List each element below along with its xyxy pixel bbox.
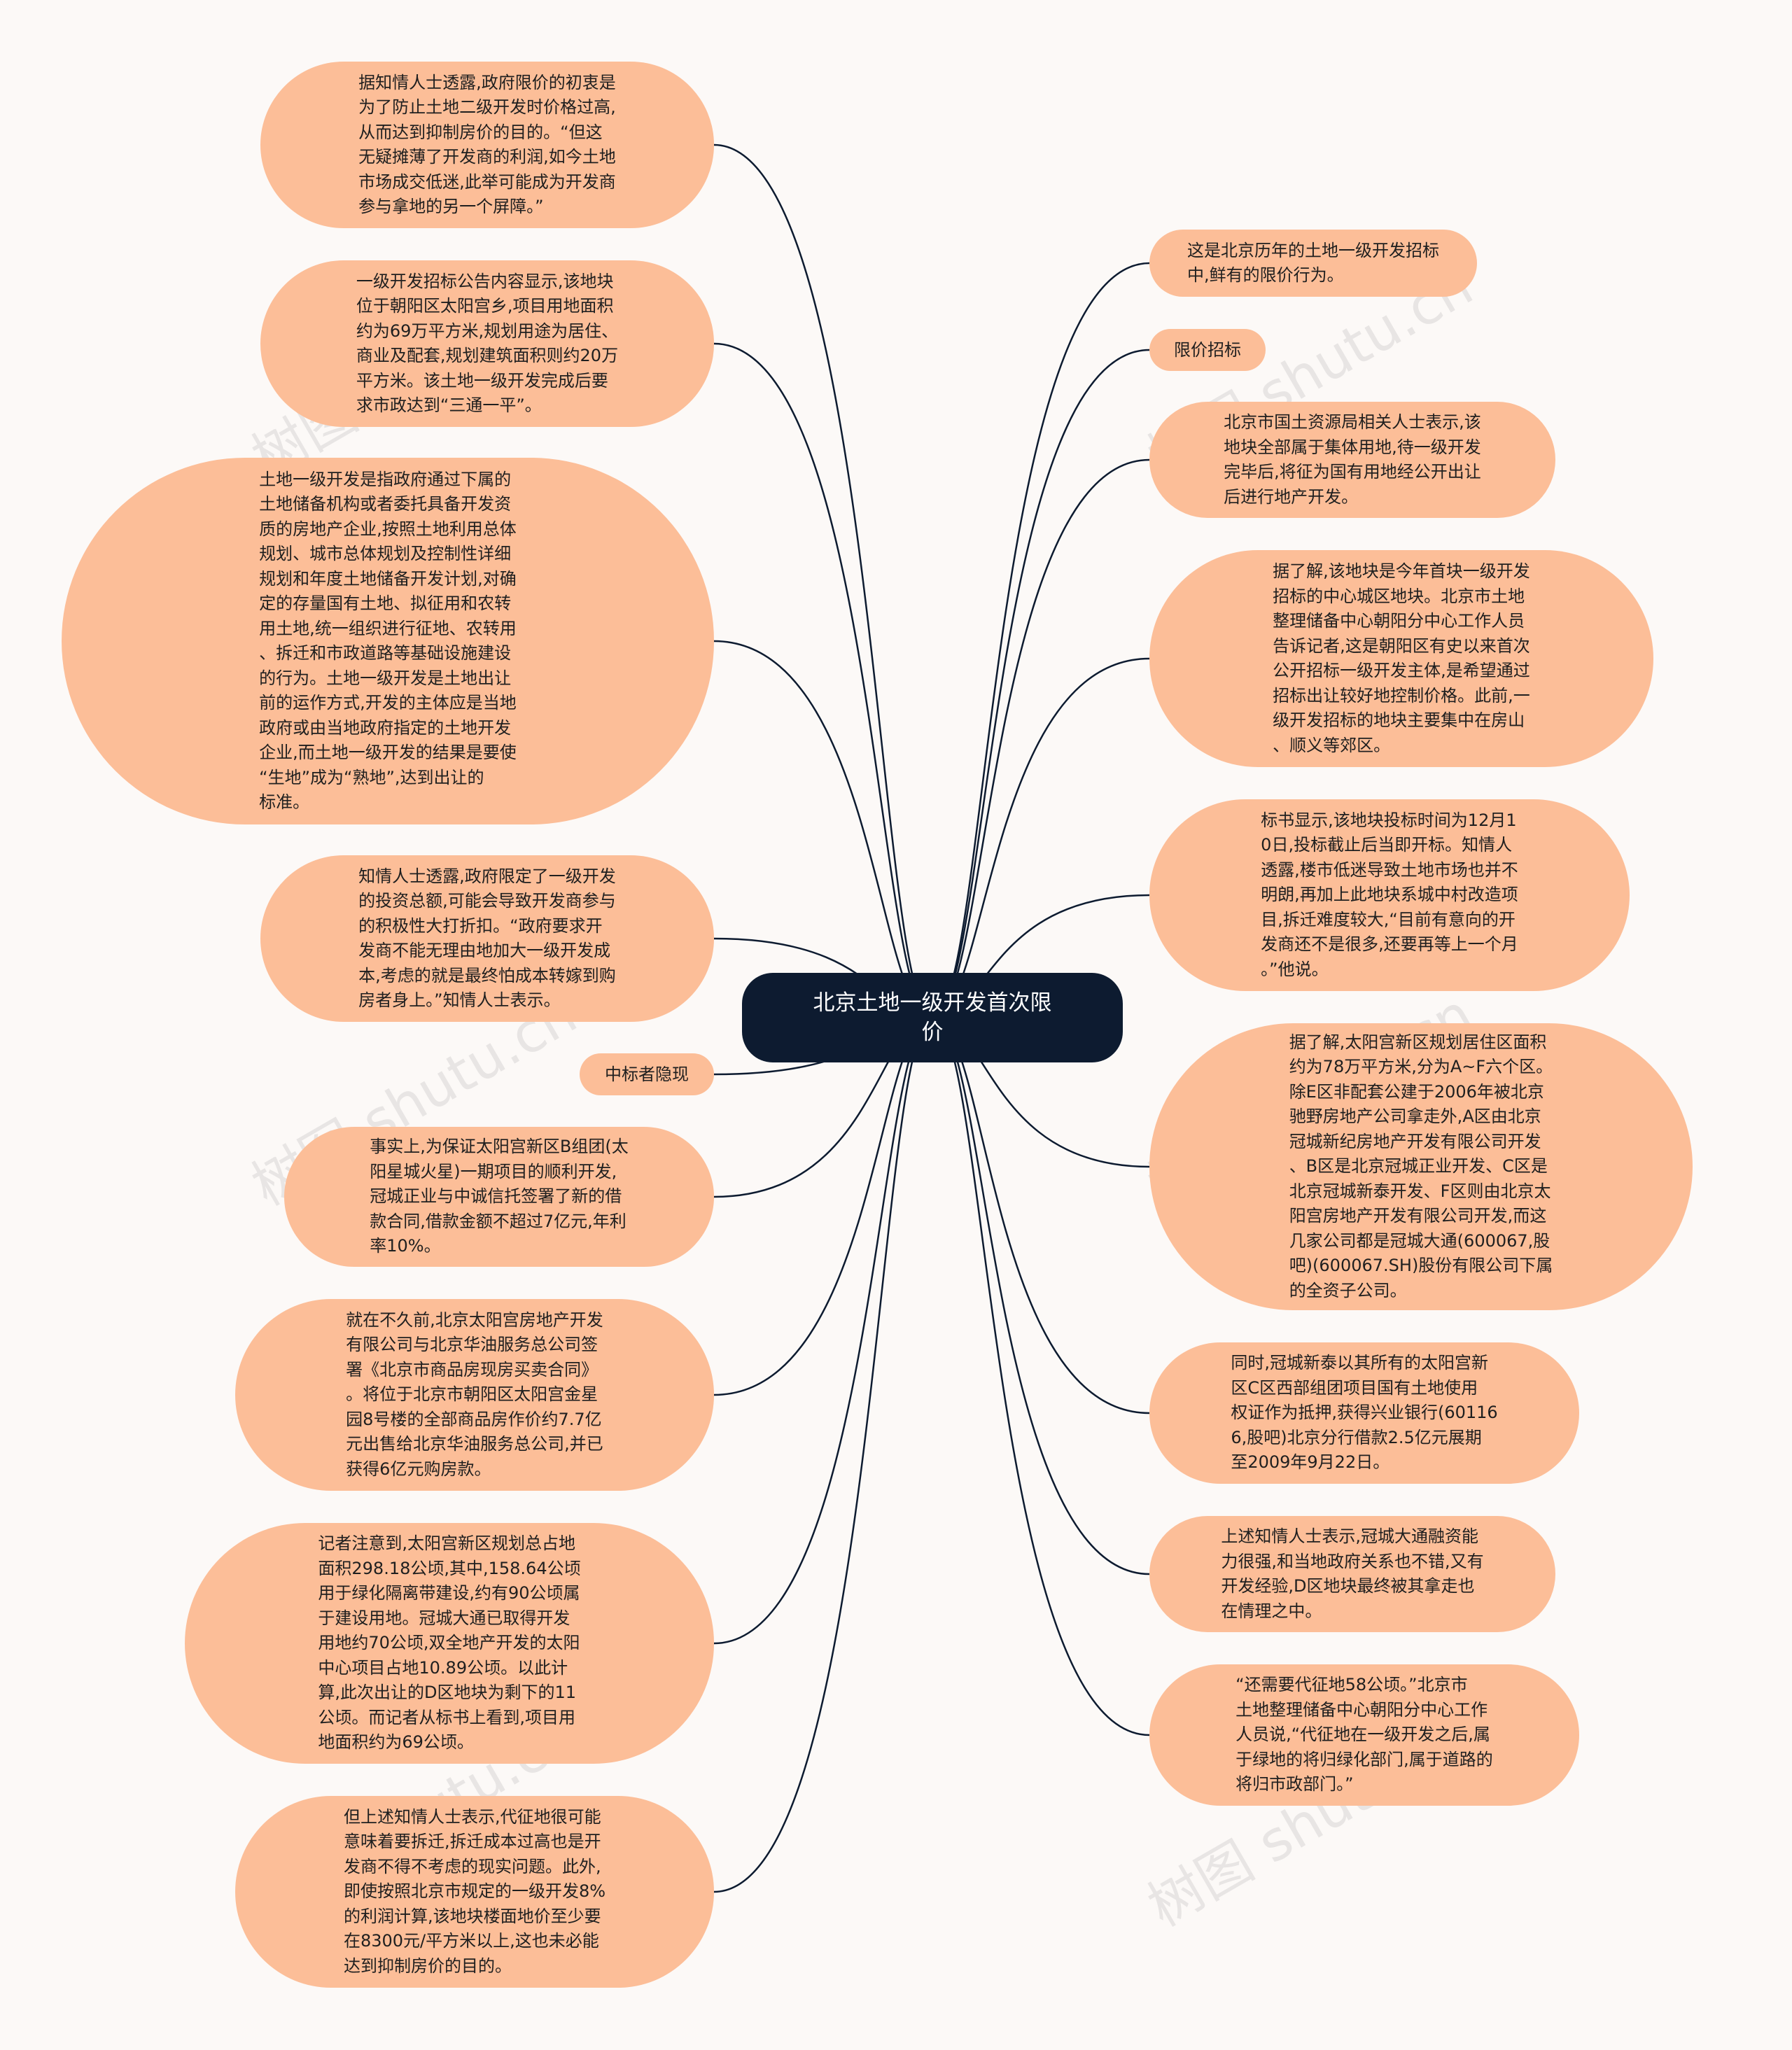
topic-node[interactable]: 北京市国土资源局相关人士表示,该 地块全部属于集体用地,待一级开发 完毕后,将征… [1149,402,1555,518]
topic-node[interactable]: 这是北京历年的土地一级开发招标 中,鲜有的限价行为。 [1149,230,1477,297]
topic-node[interactable]: 据了解,该地块是今年首块一级开发 招标的中心城区地块。北京市土地 整理储备中心朝… [1149,550,1653,767]
topic-text: 上述知情人士表示,冠城大通融资能 力很强,和当地政府关系也不错,又有 开发经验,… [1221,1526,1484,1621]
topic-text: 限价招标 [1174,340,1241,360]
connector-line [932,1016,1150,1414]
topic-node[interactable]: 据知情人士透露,政府限价的初衷是 为了防止土地二级开发时价格过高, 从而达到抑制… [260,62,714,228]
topic-text: “还需要代征地58公顷。”北京市 土地整理储备中心朝阳分中心工作 人员说,“代征… [1236,1675,1493,1795]
topic-node[interactable]: “还需要代征地58公顷。”北京市 土地整理储备中心朝阳分中心工作 人员说,“代征… [1149,1664,1579,1806]
connector-line [713,640,933,1019]
connector-line [713,342,933,1019]
root-topic[interactable]: 北京土地一级开发首次限 价 [742,973,1123,1062]
topic-text: 据知情人士透露,政府限价的初衷是 为了防止土地二级开发时价格过高, 从而达到抑制… [358,72,616,217]
topic-node[interactable]: 事实上,为保证太阳宫新区B组团(太 阳星城火星)一期项目的顺利开发, 冠城正业与… [284,1127,714,1267]
topic-text: 事实上,为保证太阳宫新区B组团(太 阳星城火星)一期项目的顺利开发, 冠城正业与… [370,1137,629,1256]
topic-text: 一级开发招标公告内容显示,该地块 位于朝阳区太阳宫乡,项目用地面积 约为69万平… [356,271,619,416]
topic-tag-node[interactable]: 中标者隐现 [580,1053,714,1095]
topic-text: 同时,冠城新泰以其所有的太阳宫新 区C区西部组团项目国有土地使用 权证作为抵押,… [1231,1353,1498,1473]
topic-text: 北京市国土资源局相关人士表示,该 地块全部属于集体用地,待一级开发 完毕后,将征… [1224,412,1481,507]
topic-text: 就在不久前,北京太阳宫房地产开发 有限公司与北京华油服务总公司签 署《北京市商品… [346,1310,603,1479]
topic-node[interactable]: 记者注意到,太阳宫新区规划总占地 面积298.18公顷,其中,158.64公顷 … [185,1523,714,1764]
connector-line [713,1016,933,1645]
topic-text: 但上述知情人士表示,代征地很可能 意味着要拆迁,拆迁成本过高也是开 发商不得不考… [343,1806,606,1976]
topic-node[interactable]: 据了解,太阳宫新区规划居住区面积 约为78万平方米,分为A~F六个区。 除E区非… [1149,1023,1693,1310]
topic-node[interactable]: 知情人士透露,政府限定了一级开发 的投资总额,可能会导致开发商参与 的积极性大打… [260,855,714,1022]
connector-line [932,1016,1150,1575]
topic-text: 据了解,该地块是今年首块一级开发 招标的中心城区地块。北京市土地 整理储备中心朝… [1273,561,1530,755]
topic-node[interactable]: 同时,冠城新泰以其所有的太阳宫新 区C区西部组团项目国有土地使用 权证作为抵押,… [1149,1342,1579,1484]
topic-node[interactable]: 标书显示,该地块投标时间为12月1 0日,投标截止后当即开标。知情人 透露,楼市… [1149,799,1630,991]
connector-line [932,657,1150,1019]
topic-text: 这是北京历年的土地一级开发招标 中,鲜有的限价行为。 [1187,240,1439,286]
topic-text: 中标者隐现 [605,1065,689,1084]
topic-text: 知情人士透露,政府限定了一级开发 的投资总额,可能会导致开发商参与 的积极性大打… [358,866,616,1011]
topic-tag-node[interactable]: 限价招标 [1149,329,1266,371]
connector-line [713,1016,933,1893]
topic-node[interactable]: 就在不久前,北京太阳宫房地产开发 有限公司与北京华油服务总公司签 署《北京市商品… [235,1299,714,1491]
root-topic-text: 北京土地一级开发首次限 价 [813,990,1052,1045]
topic-node[interactable]: 一级开发招标公告内容显示,该地块 位于朝阳区太阳宫乡,项目用地面积 约为69万平… [260,260,714,427]
topic-text: 据了解,太阳宫新区规划居住区面积 约为78万平方米,分为A~F六个区。 除E区非… [1289,1032,1553,1300]
topic-node[interactable]: 上述知情人士表示,冠城大通融资能 力很强,和当地政府关系也不错,又有 开发经验,… [1149,1516,1555,1632]
topic-text: 标书显示,该地块投标时间为12月1 0日,投标截止后当即开标。知情人 透露,楼市… [1261,810,1518,979]
connector-line [713,143,933,1019]
topic-text: 记者注意到,太阳宫新区规划总占地 面积298.18公顷,其中,158.64公顷 … [318,1533,581,1753]
topic-node[interactable]: 土地一级开发是指政府通过下属的 土地储备机构或者委托具备开发资 质的房地产企业,… [62,458,714,824]
topic-text: 土地一级开发是指政府通过下属的 土地储备机构或者委托具备开发资 质的房地产企业,… [259,469,517,813]
topic-node[interactable]: 但上述知情人士表示,代征地很可能 意味着要拆迁,拆迁成本过高也是开 发商不得不考… [235,1796,714,1988]
connector-line [932,1016,1150,1736]
connector-line [932,262,1150,1019]
